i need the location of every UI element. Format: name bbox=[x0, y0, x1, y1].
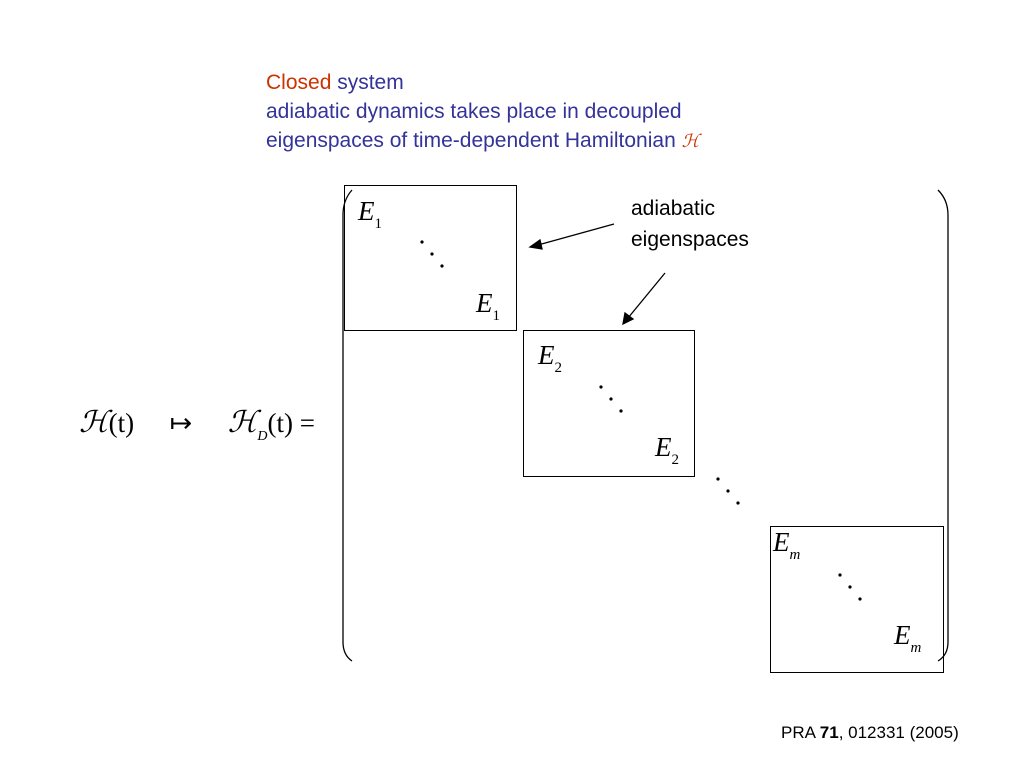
block-m-top-label: Em bbox=[773, 527, 801, 563]
callout-line-2: eigenspaces bbox=[631, 228, 749, 251]
block-m-bottom-label: Em bbox=[894, 620, 922, 656]
block-1-dots bbox=[420, 240, 444, 268]
eigenspace-block-2 bbox=[523, 330, 695, 477]
header-line-3: eigenspaces of time-dependent Hamiltonia… bbox=[266, 126, 699, 156]
citation-volume: 71 bbox=[819, 723, 839, 742]
callout-arrow-2 bbox=[622, 272, 666, 326]
citation-journal: PRA bbox=[781, 723, 816, 742]
equals-sign: = bbox=[299, 408, 316, 438]
citation: PRA 71, 012331 (2005) bbox=[781, 723, 959, 743]
eigenspace-block-m bbox=[770, 526, 944, 673]
mapsto-symbol: ↦ bbox=[169, 408, 193, 438]
slide-header: Closed system adiabatic dynamics takes p… bbox=[266, 68, 699, 156]
inter-block-dots bbox=[716, 477, 740, 505]
system-word: system bbox=[337, 71, 404, 94]
equation-hd-arg: (t) bbox=[267, 408, 294, 438]
block-1-bottom-label: E1 bbox=[476, 288, 500, 324]
hd-subscript: D bbox=[257, 429, 268, 444]
block-2-top-label: E2 bbox=[538, 340, 562, 376]
callout-arrow-1 bbox=[528, 223, 615, 250]
block-2-dots bbox=[599, 385, 623, 413]
block-1-top-label: E1 bbox=[358, 196, 382, 232]
callout-line-1: adiabatic bbox=[631, 197, 716, 220]
block-3-dots bbox=[838, 573, 862, 601]
equation-t-arg: (t) bbox=[108, 408, 135, 438]
citation-rest: , 012331 (2005) bbox=[838, 723, 959, 742]
closed-word: Closed bbox=[266, 71, 332, 94]
header-line-2: adiabatic dynamics takes place in decoup… bbox=[266, 100, 682, 123]
eigenspace-block-1 bbox=[344, 185, 517, 331]
header-line-1: Closed system bbox=[266, 68, 699, 97]
hamiltonian-HD: ℋ bbox=[227, 405, 258, 440]
adiabatic-eigenspaces-callout: adiabatic eigenspaces bbox=[631, 193, 749, 255]
equation-lhs: ℋ(t) ↦ ℋD(t) = bbox=[79, 405, 315, 445]
header-line-3-text: eigenspaces of time-dependent Hamiltonia… bbox=[266, 129, 676, 152]
hamiltonian-H: ℋ bbox=[79, 405, 109, 440]
block-2-bottom-label: E2 bbox=[655, 432, 679, 468]
hamiltonian-symbol: ℋ bbox=[681, 131, 700, 152]
left-matrix-bracket bbox=[342, 189, 353, 662]
